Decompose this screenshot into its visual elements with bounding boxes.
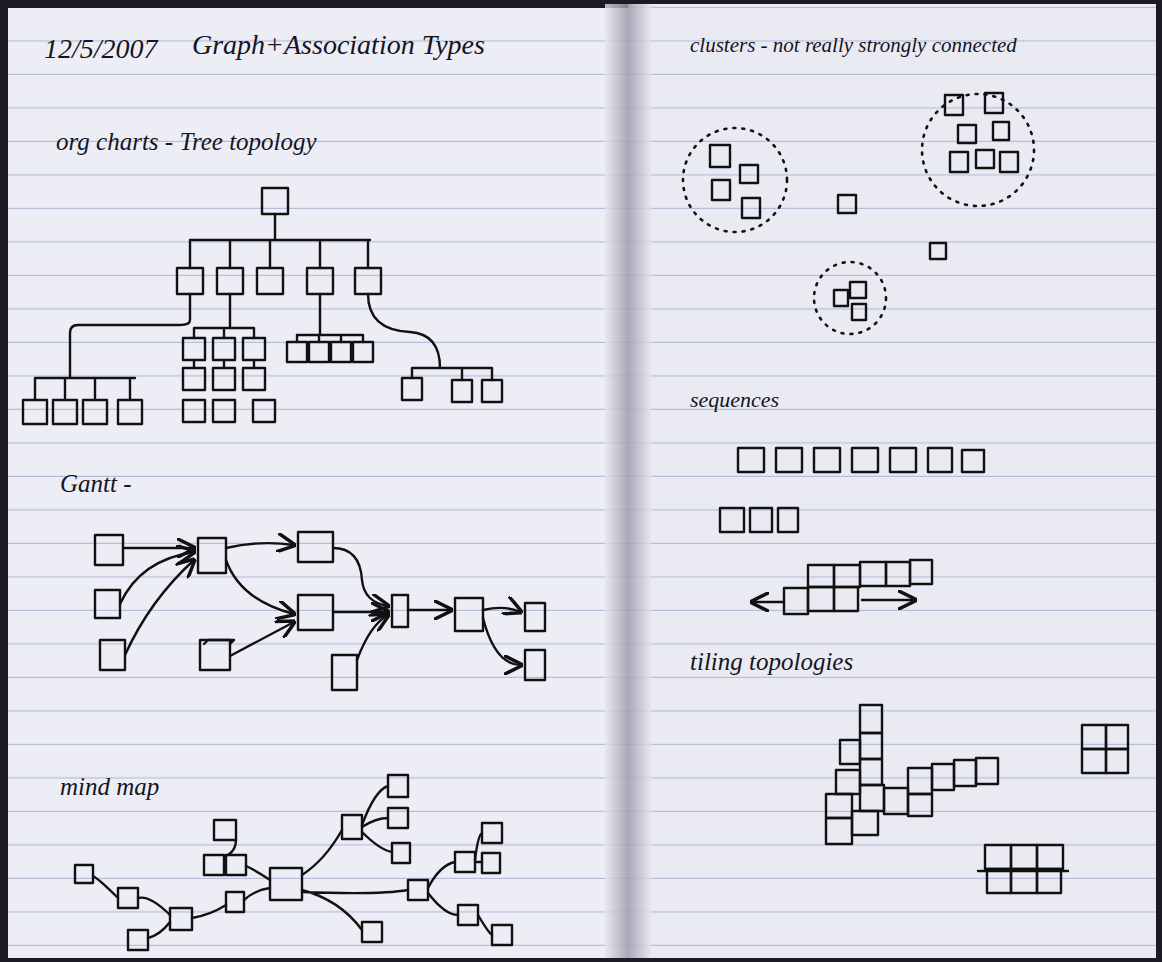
section-heading: sequences (690, 388, 779, 412)
section-heading: Gantt - (60, 470, 132, 498)
section-heading: mind map (60, 773, 159, 801)
page-title: Graph+Association Types (192, 30, 485, 61)
section-heading: clusters - not really strongly connected (690, 34, 1017, 57)
section-heading: tiling topologies (690, 648, 853, 676)
section-heading: org charts - Tree topology (56, 128, 317, 156)
date-note: 12/5/2007 (44, 34, 158, 65)
